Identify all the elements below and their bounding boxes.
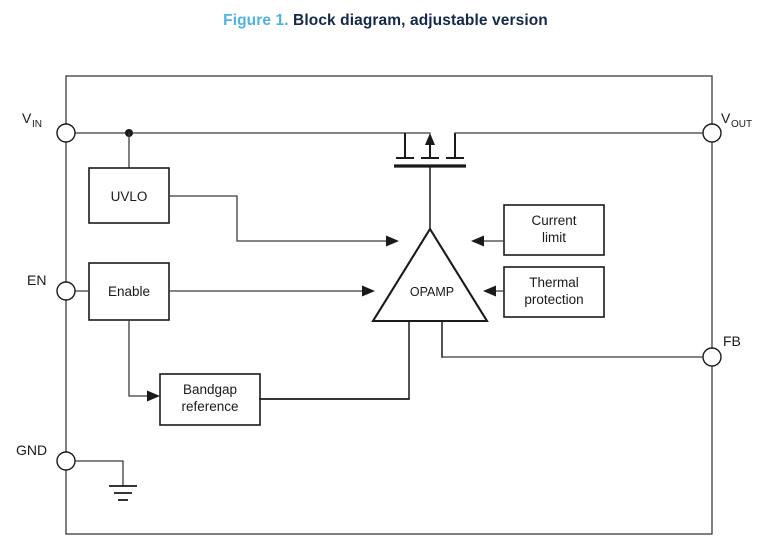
fet-bulk-arrow-icon: [425, 133, 435, 145]
arrow-thermal-to-opamp-icon: [483, 285, 496, 297]
block-bandgap-label-line2: reference: [181, 399, 238, 414]
pin-label-vout: V: [721, 110, 731, 126]
figure-title: Figure 1. Block diagram, adjustable vers…: [0, 12, 771, 30]
block-thermal-label-line1: Thermal: [529, 275, 579, 290]
opamp-label: OPAMP: [410, 285, 454, 299]
wire-gnd-to-ground: [65, 460, 124, 487]
pin-vout[interactable]: [702, 123, 722, 143]
pin-label-vin-subscript: IN: [32, 119, 42, 130]
arrow-current-limit-to-opamp-icon: [471, 235, 484, 247]
block-thermal-label-line2: protection: [524, 292, 583, 307]
block-uvlo-label: UVLO: [111, 189, 148, 204]
block-current-limit-label-line2: limit: [542, 230, 566, 245]
block-thermal-protection[interactable]: [503, 266, 605, 318]
wire-bandgap-to-opamp: [259, 320, 410, 400]
figure-caption: Block diagram, adjustable version: [293, 12, 548, 29]
block-current-limit-label-line1: Current: [531, 213, 576, 228]
pin-vin[interactable]: [56, 123, 76, 143]
pin-label-fb: FB: [723, 333, 741, 349]
arrow-uvlo-to-opamp-icon: [386, 235, 399, 247]
opamp-triangle[interactable]: [371, 227, 489, 323]
arrow-enable-to-bandgap-icon: [147, 390, 160, 402]
wire-enable-to-bandgap: [128, 319, 152, 397]
block-bandgap-reference[interactable]: [159, 373, 261, 426]
pin-en[interactable]: [56, 281, 76, 301]
figure-number: Figure 1.: [223, 12, 289, 29]
wire-uvlo-to-opamp: [168, 195, 391, 242]
pin-fb[interactable]: [702, 347, 722, 367]
pin-label-en: EN: [27, 272, 46, 288]
block-uvlo[interactable]: [88, 167, 170, 224]
pin-label-gnd: GND: [16, 442, 47, 458]
block-bandgap-label-line1: Bandgap: [183, 382, 237, 397]
device-boundary: [65, 75, 713, 535]
arrow-enable-to-opamp-icon: [362, 285, 375, 297]
block-enable-label: Enable: [108, 284, 150, 299]
pin-gnd[interactable]: [56, 451, 76, 471]
pin-label-vout-subscript: OUT: [731, 119, 752, 130]
block-current-limit[interactable]: [503, 204, 605, 256]
pin-label-vin: V: [22, 110, 32, 126]
